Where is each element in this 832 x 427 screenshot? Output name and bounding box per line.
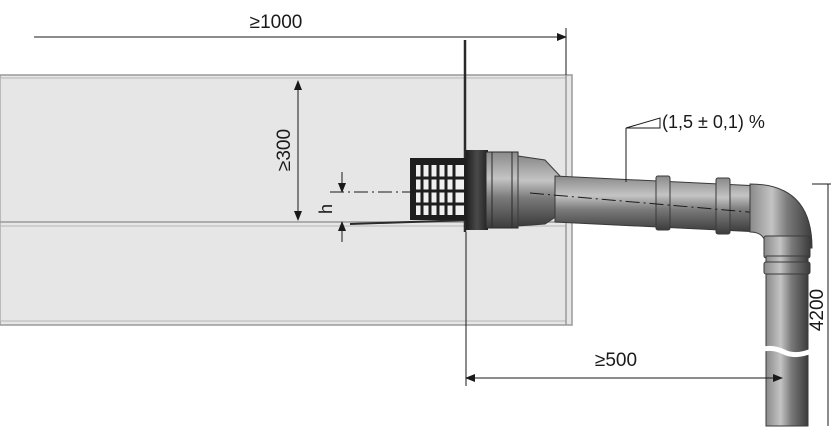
vertical-pipe xyxy=(759,235,816,427)
gully-grate xyxy=(410,158,470,220)
pipe-elbow xyxy=(749,183,813,249)
outlet-flange xyxy=(466,150,561,230)
dim-top-width-label: ≥1000 xyxy=(250,12,303,33)
dim-height-left: ≥300 xyxy=(274,80,302,221)
horizontal-pipe xyxy=(529,175,761,235)
dim-h: h xyxy=(316,172,420,242)
dim-vertical-right: 4200 xyxy=(807,183,831,426)
dim-h-label: h xyxy=(316,204,336,214)
dim-bottom-width-label: ≥500 xyxy=(595,350,637,371)
dim-height-left-label: ≥300 xyxy=(274,129,295,171)
dim-top-width: ≥1000 xyxy=(34,12,567,75)
slope-label: (1,5 ± 0,1) % xyxy=(662,112,765,132)
dim-bottom-width: ≥500 xyxy=(465,232,783,386)
dim-vertical-right-label: 4200 xyxy=(807,289,828,331)
slope-symbol xyxy=(625,117,661,182)
